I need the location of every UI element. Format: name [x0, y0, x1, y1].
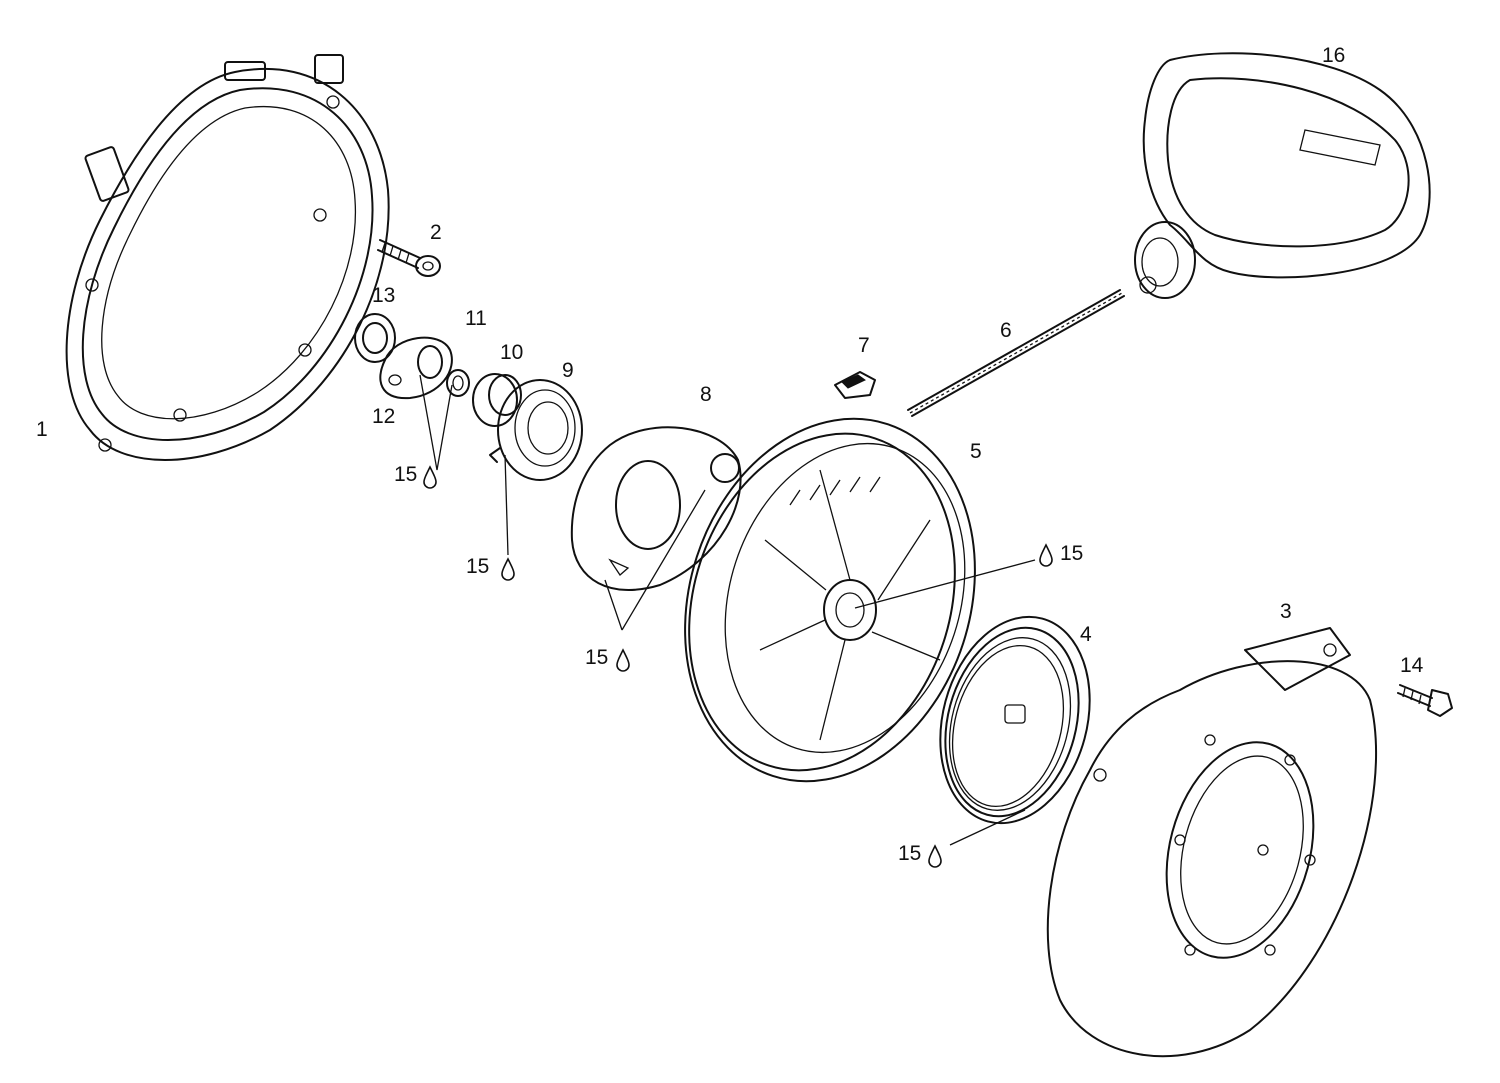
part-7-pawl — [834, 371, 876, 399]
callout-11: 11 — [465, 307, 487, 330]
callout-7: 7 — [858, 334, 870, 357]
part-14-bolt — [1397, 684, 1453, 717]
callout-5: 5 — [970, 440, 982, 463]
lubrication-callouts: 15 15 15 15 15 — [394, 463, 1083, 868]
oil-drop-icon — [501, 557, 515, 581]
lubrication-15e: 15 — [898, 842, 942, 868]
callout-2: 2 — [430, 221, 442, 244]
part-13-star-washer — [354, 313, 396, 363]
part-8-pawl-housing — [570, 426, 742, 591]
oil-drop-icon — [616, 648, 630, 672]
part-9-spring-plate — [489, 379, 583, 481]
part-16-handle — [1134, 52, 1431, 299]
oil-drop-icon — [928, 844, 942, 868]
part-6-rope — [907, 289, 1125, 417]
svg-text:15: 15 — [898, 842, 921, 865]
part-2-screw — [377, 239, 441, 277]
callout-1: 1 — [36, 418, 48, 441]
callout-13: 13 — [372, 284, 395, 307]
leader-lines — [419, 374, 1036, 846]
part-12-plate — [379, 336, 453, 400]
callout-9: 9 — [562, 359, 574, 382]
part-10-bushing — [472, 373, 522, 427]
lubrication-15b: 15 — [466, 555, 515, 581]
svg-text:15: 15 — [585, 646, 608, 669]
callout-labels: 1 2 3 4 5 6 7 8 9 10 11 12 13 14 16 — [36, 44, 1424, 677]
callout-8: 8 — [700, 383, 712, 406]
svg-text:15: 15 — [394, 463, 417, 486]
callout-16: 16 — [1322, 44, 1345, 67]
callout-10: 10 — [500, 341, 523, 364]
lubrication-15d: 15 — [1039, 542, 1083, 567]
oil-drop-icon — [1039, 543, 1053, 567]
callout-6: 6 — [1000, 319, 1012, 342]
svg-text:15: 15 — [1060, 542, 1083, 565]
part-3-cover — [1046, 627, 1378, 1058]
callout-3: 3 — [1280, 600, 1292, 623]
callout-4: 4 — [1080, 623, 1092, 646]
oil-drop-icon — [423, 465, 437, 489]
part-4-rewind-spring — [939, 615, 1091, 825]
lubrication-15a: 15 — [394, 463, 437, 489]
callout-14: 14 — [1400, 654, 1424, 677]
part-11-washer — [446, 369, 470, 397]
part-5-rope-pulley — [684, 417, 976, 783]
callout-12: 12 — [372, 405, 395, 428]
part-1-gasket-ring — [65, 54, 390, 461]
svg-text:15: 15 — [466, 555, 489, 578]
lubrication-15c: 15 — [585, 646, 630, 672]
